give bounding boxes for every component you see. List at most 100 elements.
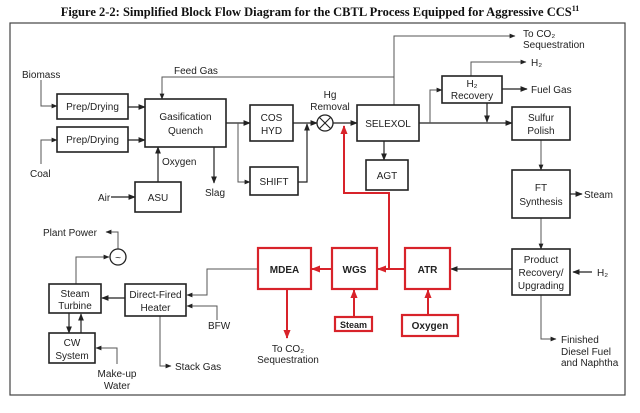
- flow-stack-gas: [159, 316, 172, 369]
- figure-title-text: Figure 2-2: Simplified Block Flow Diagra…: [60, 5, 572, 20]
- block-label: SHIFT: [260, 177, 289, 188]
- label-to-co2-bottom: To CO₂: [272, 344, 304, 355]
- flow-finished-products: [540, 295, 557, 342]
- diagram-frame: [9, 22, 626, 396]
- stream-labels: Biomass Coal Feed Gas Oxygen Air Slag Hg…: [22, 29, 619, 392]
- label-to-co2-top: To CO₂: [523, 29, 555, 40]
- label-finished-products: Finished: [561, 335, 599, 346]
- block-prep-drying-1: Prep/Drying: [56, 93, 129, 120]
- block-label: HYD: [261, 126, 282, 137]
- flow-makeup-water: [95, 345, 118, 364]
- block-label: Heater: [140, 303, 171, 314]
- label-h2-out: H₂: [531, 58, 542, 69]
- label-makeup-water: Water: [104, 381, 131, 392]
- label-to-co2-bottom: Sequestration: [257, 355, 319, 366]
- flow-biomass: [40, 80, 58, 109]
- label-to-co2-top: Sequestration: [523, 40, 585, 51]
- block-selexol: SELEXOL: [356, 104, 420, 142]
- flow-feed-gas: [159, 76, 394, 100]
- flow-plant-power: [105, 229, 119, 249]
- block-label: System: [55, 351, 88, 362]
- block-cw-system: CW System: [48, 332, 96, 364]
- label-hg-removal: Removal: [310, 102, 349, 113]
- block-label: Prep/Drying: [66, 135, 119, 146]
- generator-symbol: ~: [109, 248, 127, 266]
- connectors: [40, 33, 592, 369]
- block-wgs: WGS: [330, 246, 379, 291]
- block-label: AGT: [377, 171, 398, 182]
- block-label: Steam: [61, 289, 90, 300]
- label-oxygen: Oxygen: [162, 157, 196, 168]
- ccs-connectors: [283, 125, 432, 339]
- flow-selexol-co2: [393, 33, 516, 105]
- flow-mdea-heater: [186, 268, 258, 298]
- flow-to-h2-recovery: [429, 87, 443, 123]
- block-label: Product: [524, 255, 559, 266]
- label-coal: Coal: [30, 169, 51, 180]
- flow-h2-out: [470, 59, 527, 76]
- block-gasification-quench: Gasification Quench: [144, 98, 227, 148]
- label-bfw: BFW: [208, 321, 231, 332]
- block-label: FT: [535, 183, 547, 194]
- block-label: ASU: [148, 193, 169, 204]
- block-steam-input: Steam: [333, 315, 374, 333]
- block-shift: SHIFT: [249, 166, 299, 196]
- block-label: ATR: [418, 265, 439, 276]
- label-plant-power: Plant Power: [43, 228, 98, 239]
- block-label: Recovery: [451, 91, 493, 102]
- label-slag: Slag: [205, 188, 225, 199]
- label-air: Air: [98, 193, 111, 204]
- block-label: Steam: [340, 320, 367, 330]
- block-ft-synthesis: FT Synthesis: [511, 169, 571, 219]
- block-label: COS: [261, 113, 283, 124]
- block-oxygen-input: Oxygen: [400, 313, 460, 338]
- block-sulfur-polish: Sulfur Polish: [511, 106, 571, 141]
- label-hg-removal: Hg: [324, 90, 337, 101]
- flow-shift-hg: [298, 123, 310, 183]
- block-label: Synthesis: [519, 197, 562, 208]
- footnote-ref: 11: [571, 4, 580, 13]
- figure-title: Figure 2-2: Simplified Block Flow Diagra…: [0, 4, 640, 20]
- block-label: WGS: [343, 265, 367, 276]
- flow-coal: [40, 137, 58, 164]
- hg-removal-symbol: [316, 114, 334, 132]
- block-label: CW: [64, 338, 81, 349]
- label-fuel-gas: Fuel Gas: [531, 85, 572, 96]
- block-label: Turbine: [58, 301, 92, 312]
- label-makeup-water: Make-up: [98, 369, 137, 380]
- flow-bfw: [186, 303, 218, 320]
- label-stack-gas: Stack Gas: [175, 362, 221, 373]
- label-finished-products: and Naphtha: [561, 358, 619, 369]
- block-agt: AGT: [365, 159, 409, 191]
- block-direct-fired-heater: Direct-Fired Heater: [124, 283, 187, 317]
- flow-gasification-shift: [237, 123, 251, 185]
- block-h2-recovery: H₂ Recovery: [441, 75, 503, 104]
- block-steam-turbine: Steam Turbine: [48, 283, 102, 314]
- label-feed-gas: Feed Gas: [174, 66, 218, 77]
- label-h2-in: H₂: [597, 268, 608, 279]
- block-label: Prep/Drying: [66, 102, 119, 113]
- block-label: MDEA: [270, 265, 299, 276]
- block-prep-drying-2: Prep/Drying: [56, 126, 129, 153]
- block-label: Gasification: [159, 112, 211, 123]
- block-cos-hyd: COS HYD: [249, 104, 294, 142]
- block-atr: ATR: [403, 246, 452, 291]
- block-label: Sulfur: [528, 113, 555, 124]
- block-label: Oxygen: [412, 321, 449, 332]
- block-label: Recovery/: [518, 268, 563, 279]
- label-steam-out: Steam: [584, 190, 613, 201]
- label-biomass: Biomass: [22, 70, 60, 81]
- generator-glyph: ~: [115, 253, 121, 264]
- block-mdea: MDEA: [256, 246, 313, 291]
- block-label: Polish: [527, 126, 554, 137]
- block-label: Upgrading: [518, 281, 564, 292]
- block-label: Direct-Fired: [129, 290, 181, 301]
- block-label: SELEXOL: [365, 119, 411, 130]
- block-asu: ASU: [134, 181, 182, 213]
- flow-atr-to-selexol: [340, 125, 390, 269]
- block-label: Quench: [168, 126, 203, 137]
- block-product-recovery: Product Recovery/ Upgrading: [511, 248, 571, 296]
- block-label: H₂: [466, 79, 477, 90]
- flow-turbine-generator: [75, 254, 110, 284]
